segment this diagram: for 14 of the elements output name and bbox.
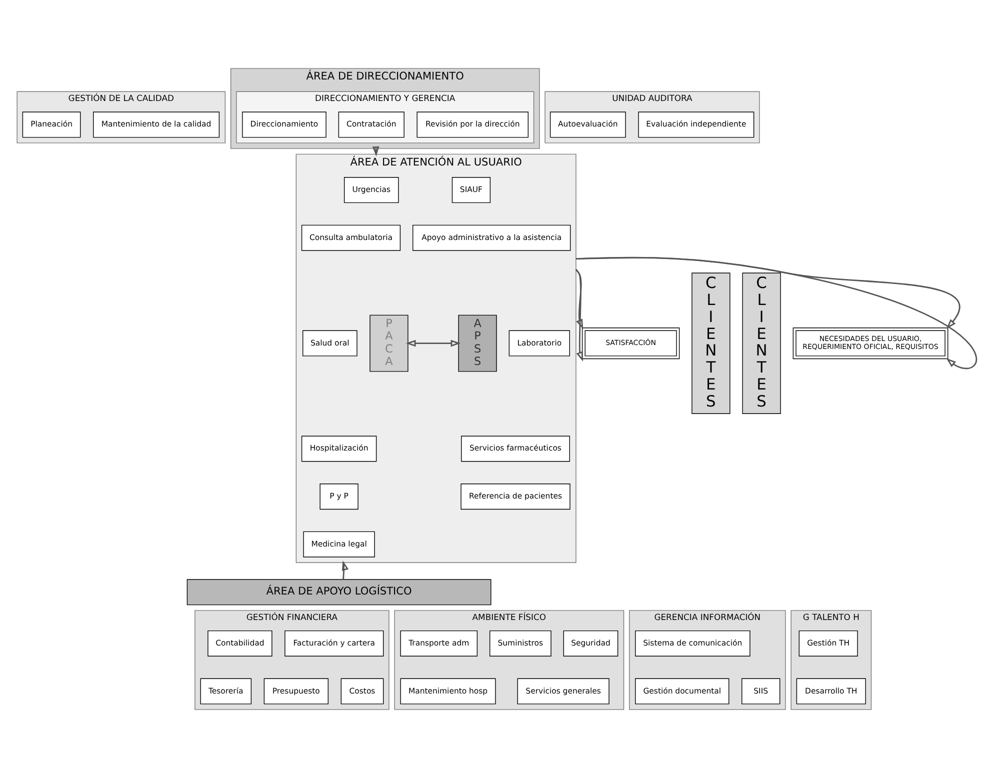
node-box: APSS [458, 314, 497, 372]
arrow [406, 339, 461, 346]
arrow [576, 256, 977, 368]
arrow [576, 256, 960, 328]
node-box: PACA [370, 314, 408, 372]
node-box: SATISFACCIÓN [582, 326, 680, 359]
arrow [575, 268, 584, 361]
node-box: CLIENTES [742, 272, 781, 414]
node-box: ÁREA DE APOYO LOGÍSTICO [186, 578, 492, 605]
arrow [575, 268, 584, 329]
arrow [342, 560, 349, 579]
arrow [372, 146, 380, 156]
node-box: NECESIDADES DEL USUARIO, REQUERIMIENTO OFICIAL, REQUISITOS [792, 326, 948, 359]
node-box: CLIENTES [692, 272, 730, 414]
